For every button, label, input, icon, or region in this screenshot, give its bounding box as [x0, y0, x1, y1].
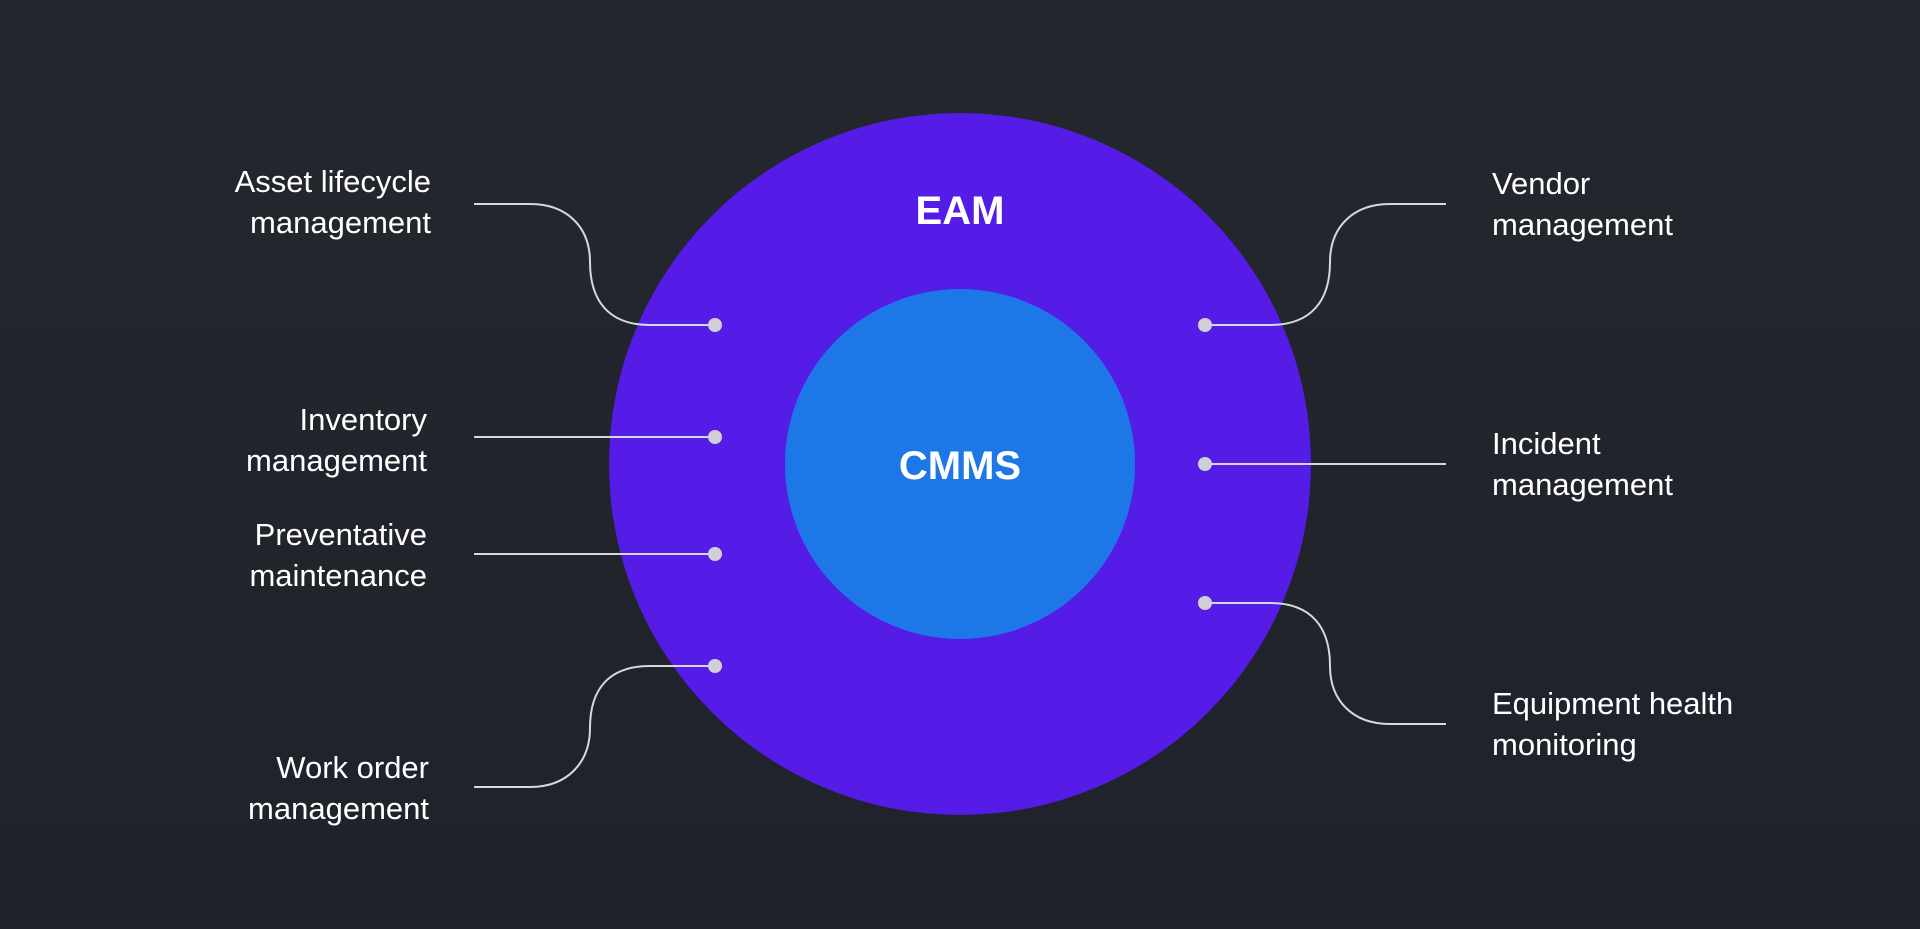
label-line: management — [1492, 207, 1673, 242]
label-line: Work order — [276, 750, 429, 785]
label-line: Incident — [1492, 426, 1601, 461]
cmms-inner-circle — [785, 289, 1135, 639]
label-line: management — [248, 791, 429, 826]
label-line: monitoring — [1492, 727, 1637, 762]
label-line: management — [1492, 467, 1673, 502]
label-line: management — [250, 205, 431, 240]
label-line: Vendor — [1492, 166, 1591, 201]
connector-equipment-health — [1205, 602, 1446, 725]
connector-asset-lifecycle — [474, 203, 715, 326]
dot-inventory — [708, 430, 722, 444]
label-preventative-maintenance: Preventative maintenance — [249, 514, 427, 596]
label-line: Inventory — [299, 402, 427, 437]
dot-vendor — [1198, 318, 1212, 332]
label-inventory-management: Inventory management — [246, 399, 427, 481]
dot-work-order — [708, 659, 722, 673]
eam-label: EAM — [916, 189, 1005, 233]
label-vendor-management: Vendor management — [1492, 163, 1673, 245]
cmms-label: CMMS — [899, 444, 1021, 488]
label-line: maintenance — [249, 558, 427, 593]
label-line: Asset lifecycle — [234, 164, 431, 199]
dot-preventative — [708, 547, 722, 561]
label-work-order-management: Work order management — [248, 747, 429, 829]
dot-asset-lifecycle — [708, 318, 722, 332]
dot-incident — [1198, 457, 1212, 471]
label-line: Equipment health — [1492, 686, 1734, 721]
dot-equipment-health — [1198, 596, 1212, 610]
connector-work-order — [474, 665, 715, 788]
label-line: Preventative — [254, 517, 427, 552]
label-line: management — [246, 443, 427, 478]
connector-vendor — [1205, 203, 1446, 326]
label-equipment-health-monitoring: Equipment health monitoring — [1492, 683, 1733, 765]
label-asset-lifecycle-management: Asset lifecycle management — [235, 161, 431, 243]
label-incident-management: Incident management — [1492, 423, 1673, 505]
